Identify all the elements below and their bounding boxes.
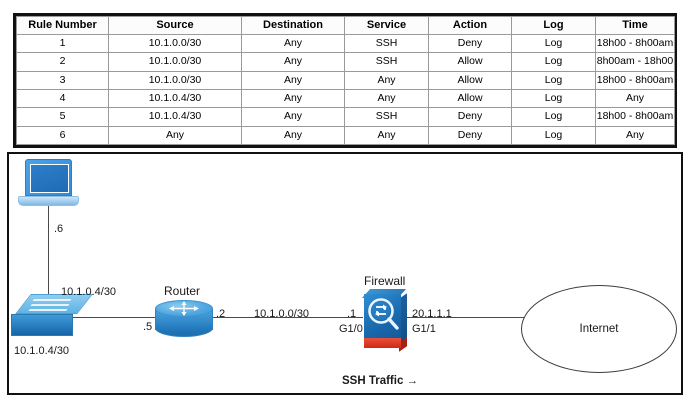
router-arrows-icon — [169, 301, 199, 316]
laptop-screen — [25, 159, 72, 196]
cell-log: Log — [511, 125, 596, 146]
column-header-destination: Destination — [241, 16, 345, 35]
label-router-title: Router — [164, 284, 201, 298]
cell-destination: Any — [241, 33, 345, 54]
label-ssh-traffic-flow: SSH Traffic → — [342, 375, 419, 387]
link-switch-to-router — [72, 317, 163, 318]
cell-rule-number: 5 — [16, 107, 109, 127]
cell-time: 8h00am - 18h00 — [595, 52, 675, 72]
table-row: 1 10.1.0.0/30 Any SSH Deny Log 18h00 - 8… — [16, 33, 675, 54]
cell-log: Log — [511, 70, 596, 90]
laptop-keyboard-base — [18, 196, 79, 206]
column-header-time: Time — [595, 16, 675, 35]
cell-source: Any — [108, 125, 242, 146]
cell-source: 10.1.0.4/30 — [108, 88, 242, 109]
label-router-right-ip: .2 — [216, 308, 226, 320]
link-firewall-to-internet — [397, 317, 527, 318]
column-header-source: Source — [108, 16, 242, 35]
cell-rule-number: 3 — [16, 70, 109, 90]
cell-log: Log — [511, 52, 596, 72]
cell-destination: Any — [241, 52, 345, 72]
network-topology-diagram: .6 10.1.0.4/30 10.1.0.4/30 Router .5 — [7, 152, 683, 395]
link-laptop-to-switch — [48, 206, 49, 298]
magnifier-inspection-icon — [368, 298, 399, 330]
label-switch-subnet-top: 10.1.0.4/30 — [61, 286, 117, 298]
label-firewall-outside-interface: G1/1 — [412, 323, 436, 335]
cell-action: Allow — [428, 70, 512, 90]
firewall-icon — [361, 289, 409, 352]
cell-source: 10.1.0.0/30 — [108, 33, 242, 54]
label-firewall-inside-interface: G1/0 — [339, 323, 363, 335]
cell-service: SSH — [344, 52, 429, 72]
label-internet: Internet — [579, 323, 619, 335]
cell-rule-number: 6 — [16, 125, 109, 146]
label-firewall-title: Firewall — [364, 274, 406, 288]
table-row: 6 Any Any Any Deny Log Any — [16, 125, 675, 146]
cell-action: Deny — [428, 33, 512, 54]
cell-time: 18h00 - 8h00am — [595, 33, 675, 54]
firewall-rules-table-container: Rule Number Source Destination Service A… — [13, 13, 677, 148]
cell-time: Any — [595, 125, 675, 146]
cell-service: SSH — [344, 33, 429, 54]
cell-time: 18h00 - 8h00am — [595, 70, 675, 90]
cell-destination: Any — [241, 70, 345, 90]
switch-icon — [11, 294, 93, 338]
cell-source: 10.1.0.0/30 — [108, 52, 242, 72]
label-firewall-inside-ip: .1 — [347, 308, 357, 320]
cell-service: Any — [344, 70, 429, 90]
table-row: 3 10.1.0.0/30 Any Any Allow Log 18h00 - … — [16, 70, 675, 90]
cell-action: Allow — [428, 52, 512, 72]
cell-log: Log — [511, 107, 596, 127]
table-row: 2 10.1.0.0/30 Any SSH Allow Log 8h00am -… — [16, 52, 675, 72]
cell-service: SSH — [344, 107, 429, 127]
internet-cloud: Internet — [521, 285, 677, 373]
firewall-rules-table: Rule Number Source Destination Service A… — [16, 16, 675, 146]
label-wan-subnet: 10.1.0.0/30 — [254, 308, 310, 320]
cell-time: Any — [595, 88, 675, 109]
cell-destination: Any — [241, 107, 345, 127]
laptop-icon — [18, 159, 87, 207]
cell-log: Log — [511, 88, 596, 109]
table-row: 5 10.1.0.4/30 Any SSH Deny Log 18h00 - 8… — [16, 107, 675, 127]
cell-rule-number: 4 — [16, 88, 109, 109]
firewall-red-base — [364, 338, 401, 348]
switch-front-face — [11, 314, 73, 336]
cell-action: Allow — [428, 88, 512, 109]
cell-source: 10.1.0.0/30 — [108, 70, 242, 90]
column-header-service: Service — [344, 16, 429, 35]
cell-service: Any — [344, 125, 429, 146]
label-switch-subnet-bottom: 10.1.0.4/30 — [14, 345, 70, 357]
cell-action: Deny — [428, 125, 512, 146]
column-header-log: Log — [511, 16, 596, 35]
label-firewall-outside-ip: 20.1.1.1 — [412, 308, 452, 320]
laptop-display — [30, 164, 69, 193]
label-laptop-host-address: .6 — [54, 223, 64, 235]
cell-rule-number: 1 — [16, 33, 109, 54]
column-header-rule-number: Rule Number — [16, 16, 109, 35]
cell-destination: Any — [241, 125, 345, 146]
cell-log: Log — [511, 33, 596, 54]
table-header-row: Rule Number Source Destination Service A… — [16, 16, 675, 35]
label-router-left-ip: .5 — [143, 321, 153, 333]
cell-action: Deny — [428, 107, 512, 127]
router-icon — [155, 300, 213, 338]
switch-arrow-2 — [30, 304, 70, 306]
link-router-to-firewall — [213, 317, 363, 318]
switch-arrow-1 — [32, 299, 72, 301]
table-row: 4 10.1.0.4/30 Any Any Allow Log Any — [16, 88, 675, 109]
cell-time: 18h00 - 8h00am — [595, 107, 675, 127]
column-header-action: Action — [428, 16, 512, 35]
cell-service: Any — [344, 88, 429, 109]
cell-rule-number: 2 — [16, 52, 109, 72]
cell-destination: Any — [241, 88, 345, 109]
switch-arrow-3 — [28, 309, 68, 311]
cell-source: 10.1.0.4/30 — [108, 107, 242, 127]
